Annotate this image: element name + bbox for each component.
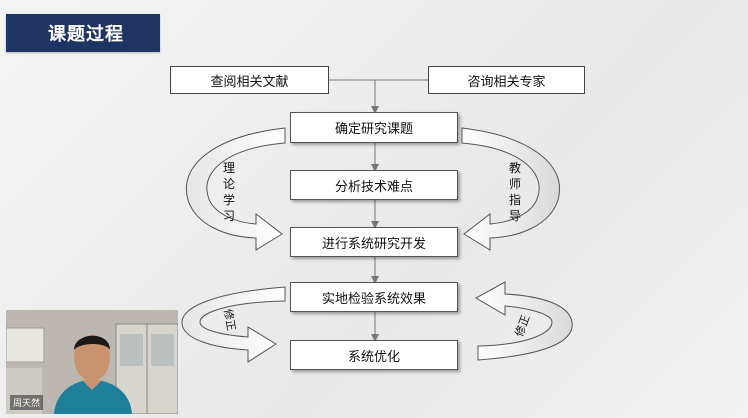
webcam-video: 周天然 <box>6 310 178 414</box>
label-char: 理 <box>222 161 235 175</box>
step-determine-topic: 确定研究课题 <box>290 112 458 143</box>
box-expert-consultation: 咨询相关专家 <box>428 66 585 94</box>
step-label: 系统优化 <box>347 349 400 365</box>
right-revise-arrow <box>474 281 573 361</box>
left-revise-arrow <box>181 286 286 363</box>
left-curved-arrow <box>186 127 286 251</box>
step-label: 确定研究课题 <box>334 122 413 137</box>
label-char: 学 <box>222 193 235 207</box>
step-analyze-difficulties: 分析技术难点 <box>290 170 458 200</box>
label-char: 师 <box>508 177 521 191</box>
label-char: 习 <box>222 209 235 223</box>
label-char: 指 <box>508 193 521 207</box>
step-system-optimization: 系统优化 <box>290 340 458 370</box>
right-curve-label: 教 师 指 导 <box>508 160 522 224</box>
webcam-name-tag: 周天然 <box>10 395 44 410</box>
step-label: 进行系统研究开发 <box>321 236 426 252</box>
webcam-scene <box>6 310 178 414</box>
right-curved-arrow <box>461 127 560 251</box>
step-field-test: 实地检验系统效果 <box>290 282 458 312</box>
step-system-development: 进行系统研究开发 <box>290 227 458 257</box>
box-expert-consultation-label: 咨询相关专家 <box>467 74 546 90</box>
label-char: 导 <box>508 209 521 223</box>
label-char: 论 <box>222 177 235 191</box>
label-char: 教 <box>508 161 521 175</box>
box-literature-review-label: 查阅相关文献 <box>210 74 289 90</box>
revise-text: 修正 <box>221 307 238 332</box>
step-label: 实地检验系统效果 <box>321 291 426 307</box>
left-curve-label: 理 论 学 习 <box>222 160 236 224</box>
step-label: 分析技术难点 <box>334 179 413 195</box>
slide-title-bar: 课题过程 <box>6 14 160 52</box>
box-literature-review: 查阅相关文献 <box>170 66 329 94</box>
slide-title: 课题过程 <box>48 24 124 45</box>
